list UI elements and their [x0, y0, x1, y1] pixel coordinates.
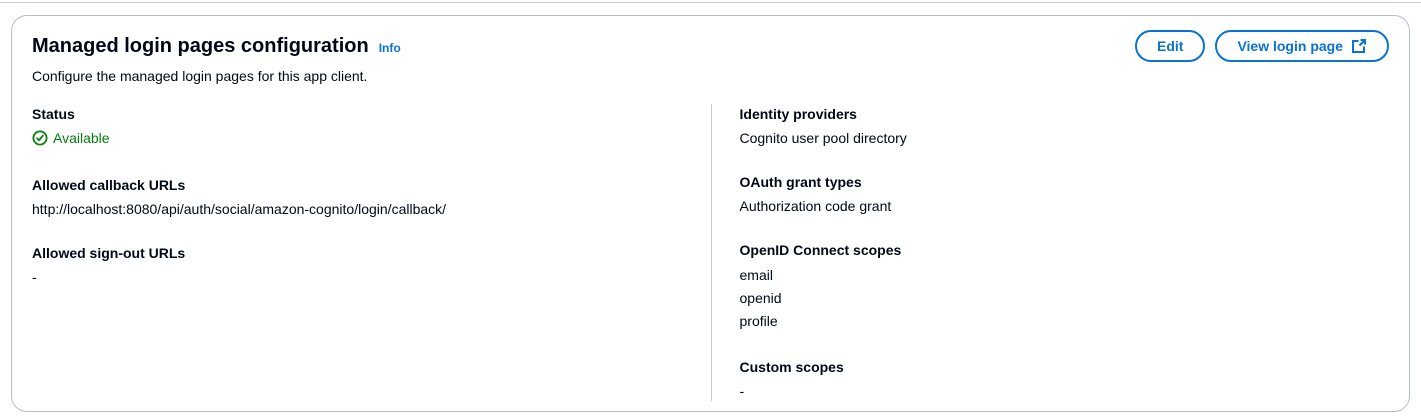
panel-header: Managed login pages configuration Info E…	[32, 30, 1389, 62]
field-oauth-grant-types-value: Authorization code grant	[739, 198, 892, 214]
field-oauth-grant-types-label: OAuth grant types	[739, 174, 862, 190]
oidc-scope-item: profile	[739, 313, 778, 329]
managed-login-config-panel: Managed login pages configuration Info E…	[11, 15, 1410, 412]
view-login-page-button[interactable]: View login page	[1215, 30, 1389, 62]
info-link[interactable]: Info	[378, 41, 401, 55]
field-signout-urls-value: -	[32, 269, 37, 285]
field-status: Status Available	[32, 104, 687, 151]
oidc-scope-item: openid	[739, 290, 782, 306]
top-divider	[0, 2, 1421, 3]
left-column: Status Available Allowed callback URLs h…	[32, 104, 711, 401]
field-identity-providers: Identity providers Cognito user pool dir…	[740, 104, 1366, 148]
panel-actions: Edit View login page	[1135, 30, 1389, 62]
edit-button-label: Edit	[1157, 38, 1184, 54]
field-custom-scopes: Custom scopes -	[740, 357, 1366, 401]
field-custom-scopes-label: Custom scopes	[739, 359, 844, 375]
right-column: Identity providers Cognito user pool dir…	[710, 104, 1390, 401]
status-badge: Available	[32, 128, 110, 148]
field-signout-urls: Allowed sign-out URLs -	[32, 243, 687, 287]
field-identity-providers-label: Identity providers	[739, 106, 857, 122]
view-login-page-label: View login page	[1237, 38, 1343, 54]
field-oidc-scopes: OpenID Connect scopes email openid profi…	[740, 240, 1366, 333]
field-status-label: Status	[32, 106, 75, 122]
field-custom-scopes-value: -	[739, 383, 745, 399]
field-oidc-scopes-label: OpenID Connect scopes	[739, 242, 902, 258]
field-callback-urls-value: http://localhost:8080/api/auth/social/am…	[32, 201, 447, 217]
field-callback-urls: Allowed callback URLs http://localhost:8…	[32, 175, 687, 219]
edit-button[interactable]: Edit	[1135, 30, 1206, 62]
oidc-scope-item: email	[739, 267, 773, 283]
field-callback-urls-label: Allowed callback URLs	[32, 177, 186, 193]
panel-content: Status Available Allowed callback URLs h…	[32, 104, 1389, 401]
field-status-value: Available	[53, 130, 110, 146]
panel-title-line: Managed login pages configuration Info	[32, 31, 401, 61]
panel-description: Configure the managed login pages for th…	[32, 68, 368, 84]
panel-title: Managed login pages configuration	[32, 35, 369, 57]
field-identity-providers-value: Cognito user pool directory	[739, 130, 907, 146]
field-signout-urls-label: Allowed sign-out URLs	[32, 245, 186, 261]
check-circle-icon	[32, 130, 48, 146]
field-oauth-grant-types: OAuth grant types Authorization code gra…	[740, 172, 1366, 216]
external-link-icon	[1351, 38, 1367, 54]
